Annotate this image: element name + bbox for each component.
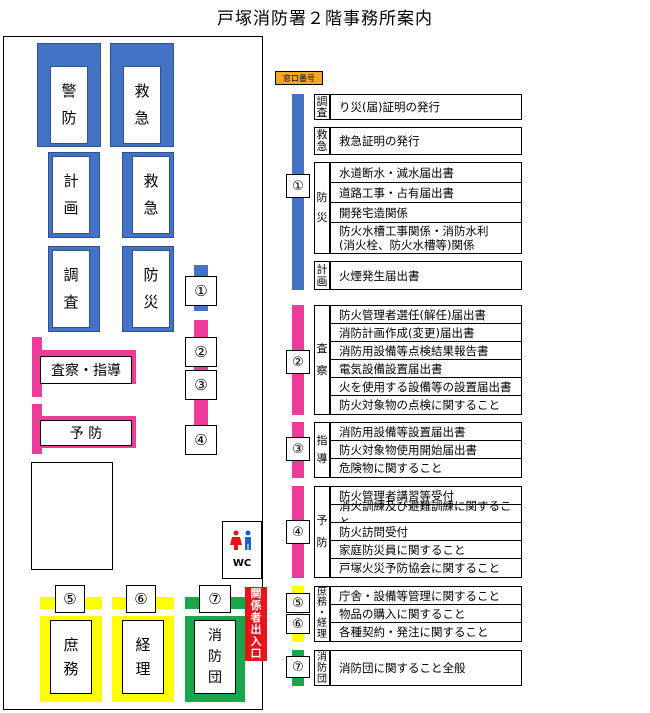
guide-cat-chosa: 調 査 xyxy=(314,94,330,120)
guide-cat-kyukyu: 救 急 xyxy=(314,127,330,155)
guide-cat-shido: 指 導 xyxy=(314,422,330,478)
desk-keibo: 警 防 xyxy=(37,43,101,147)
guide-row-shido-3: 危険物に関すること xyxy=(330,458,522,478)
guide-row-sasatsu-6: 防火対象物の点検に関すること xyxy=(330,395,522,415)
guide-cat-bosai: 防 災 xyxy=(314,162,330,254)
desk-shobodan: 消 防 団 xyxy=(185,616,245,702)
desk-keikaku-label: 計 画 xyxy=(52,156,90,234)
guide-row-sasatsu-4: 電気設備設置届出書 xyxy=(330,359,522,378)
entrance-label: 関 係 者 出 入 口 xyxy=(245,587,267,661)
guide-counter-3: ③ xyxy=(286,437,310,461)
guide-row-shido-2: 防火対象物使用開始届出書 xyxy=(330,440,522,459)
floor-plan xyxy=(3,36,263,710)
page-title: 戸塚消防署２階事務所案内 xyxy=(217,9,433,29)
desk-shomu-label: 庶 務 xyxy=(50,620,92,694)
guide-cat-sasatsu: 査 察 xyxy=(314,305,330,415)
guide-row-sasatsu-2: 消防計画作成(変更)届出書 xyxy=(330,323,522,342)
wc: WC xyxy=(222,521,262,579)
counter-3: ③ xyxy=(185,370,217,400)
desk-chosa-label: 調 査 xyxy=(52,250,90,328)
desk-kyukyu-2-label: 救 急 xyxy=(132,156,170,234)
guide-cat-shomu: 庶 務 ・ 経 理 xyxy=(314,586,330,642)
desk-shomu: 庶 務 xyxy=(40,616,102,702)
guide-row-yobo-5: 戸塚火災予防協会に関すること xyxy=(330,558,522,578)
window-number-label: 窓口番号 xyxy=(275,71,323,85)
desk-bosai: 防 災 xyxy=(122,246,174,332)
counter-7: ⑦ xyxy=(199,585,231,613)
guide-counter-5: ⑤ xyxy=(286,593,310,613)
guide-counter-4: ④ xyxy=(286,520,310,544)
desk-kyukyu-1-label: 救 急 xyxy=(123,66,161,144)
desk-chosa: 調 査 xyxy=(48,246,100,332)
guide-row-sasatsu-1: 防火管理者選任(解任)届出書 xyxy=(330,305,522,324)
guide-counter-2: ② xyxy=(286,350,310,374)
guide-row-yobo-2: 消火訓練及び避難訓練に関すること xyxy=(330,499,522,529)
counter-1: ① xyxy=(185,276,217,306)
guide-cat-keikaku: 計 画 xyxy=(314,261,330,290)
guide-row-chosa: り災(届)証明の発行 xyxy=(330,94,522,120)
guide-row-shomu-1: 庁舎・設備等管理に関すること xyxy=(330,586,522,605)
guide-row-bosai-3: 開発宅造関係 xyxy=(330,202,522,223)
desk-keibo-label: 警 防 xyxy=(50,66,88,144)
desk-kyukyu-1: 救 急 xyxy=(110,43,174,147)
guide-row-shomu-3: 各種契約・発注に関すること xyxy=(330,622,522,642)
desk-kyukyu-2: 救 急 xyxy=(122,152,174,238)
desk-shobodan-label: 消 防 団 xyxy=(194,620,236,694)
restroom-icon xyxy=(228,530,256,550)
counter-2: ② xyxy=(185,337,217,367)
guide-row-bosai-1: 水道断水・減水届出書 xyxy=(330,162,522,183)
desk-keiri-label: 経 理 xyxy=(122,620,164,694)
counter-4: ④ xyxy=(185,425,217,455)
desk-keikaku: 計 画 xyxy=(48,152,100,238)
guide-counter-6: ⑥ xyxy=(286,614,310,634)
guide-row-shobodan: 消防団に関すること全般 xyxy=(330,650,522,686)
guide-counter-7: ⑦ xyxy=(286,656,310,678)
desk-yobo-label: 予 防 xyxy=(40,420,132,446)
desk-sasatsu-label: 査察・指導 xyxy=(40,356,132,384)
empty-room xyxy=(31,462,113,570)
guide-row-keikaku: 火煙発生届出書 xyxy=(330,261,522,290)
guide-row-kyukyu: 救急証明の発行 xyxy=(330,127,522,155)
guide-cat-yobo: 予 防 xyxy=(314,486,330,578)
guide-row-yobo-4: 家庭防災員に関すること xyxy=(330,540,522,559)
guide-row-yobo-1: 防火管理者講習等受付 xyxy=(330,486,522,505)
guide-row-bosai-4: 防火水槽工事関係・消防水利 (消火栓、防火水槽等)関係 xyxy=(330,222,522,254)
counter-5: ⑤ xyxy=(55,585,85,613)
guide-counter-1: ① xyxy=(286,174,310,198)
guide-cat-shobodan: 消 防 団 xyxy=(314,650,330,686)
guide-row-sasatsu-5: 火を使用する設備等の設置届出書 xyxy=(330,377,522,396)
guide-row-yobo-3: 防火訪問受付 xyxy=(330,522,522,541)
desk-bosai-label: 防 災 xyxy=(132,250,170,328)
wc-label: WC xyxy=(232,558,252,569)
guide-row-shomu-2: 物品の購入に関すること xyxy=(330,604,522,623)
guide-row-sasatsu-3: 消防用設備等点検結果報告書 xyxy=(330,341,522,360)
guide-row-shido-1: 消防用設備等設置届出書 xyxy=(330,422,522,441)
desk-keiri: 経 理 xyxy=(112,616,174,702)
counter-6: ⑥ xyxy=(126,585,156,613)
guide-row-bosai-2: 道路工事・占有届出書 xyxy=(330,182,522,203)
